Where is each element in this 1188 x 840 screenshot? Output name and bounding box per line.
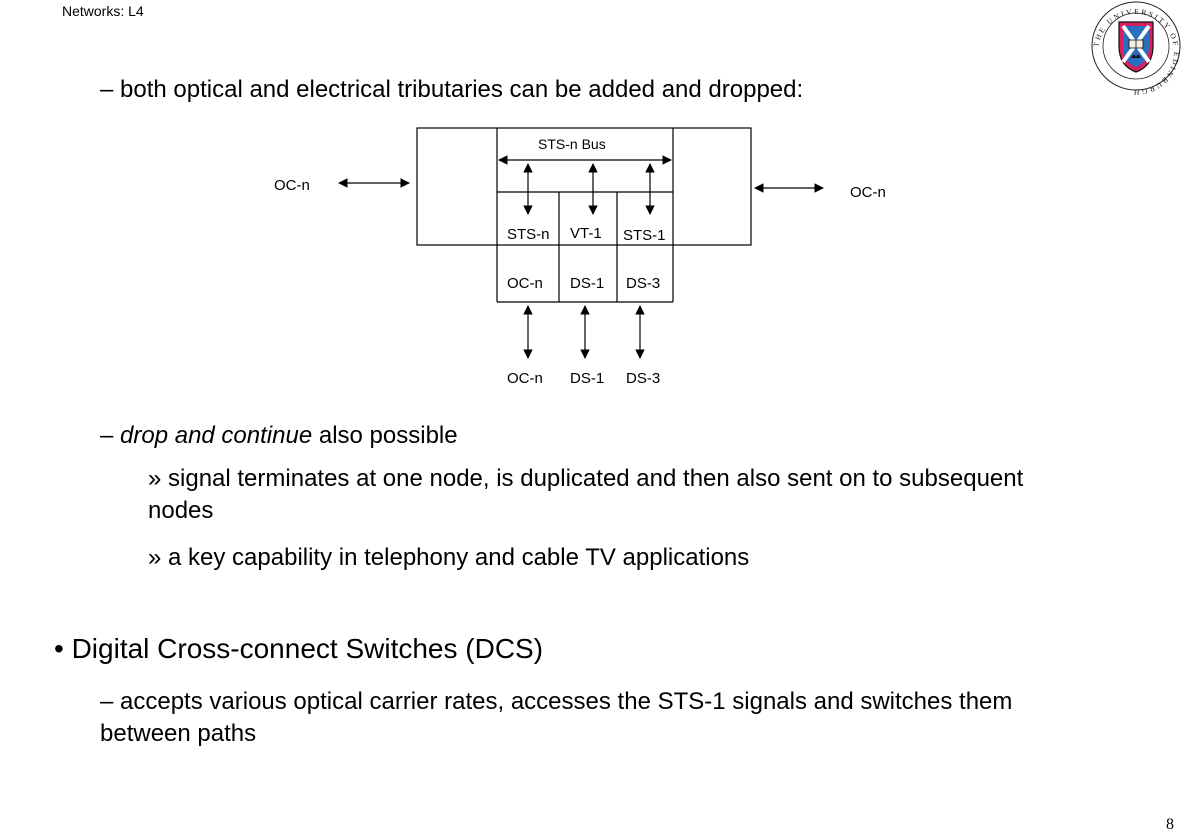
point-drop-continue-prefix: – — [100, 422, 121, 449]
upper-label-2: VT-1 — [570, 225, 602, 242]
bullet-heading-dcs: • Digital Cross-connect Switches (DCS) — [54, 633, 544, 664]
lower-label-3: DS-3 — [626, 275, 660, 292]
sub-point-key-capability: » a key capability in telephony and cabl… — [148, 544, 750, 571]
page-number: 8 — [1166, 816, 1174, 833]
multiplexer-box — [416, 127, 752, 246]
bottom-label-2: DS-1 — [570, 370, 604, 387]
university-crest-logo: THE UNIVERSITY OF EDINBURGH — [1091, 1, 1181, 97]
point-dcs-description: – accepts various optical carrier rates,… — [100, 688, 1013, 747]
point-drop-continue-suffix: also possible — [312, 422, 458, 449]
upper-label-1: STS-n — [507, 226, 550, 243]
lower-label-1: OC-n — [507, 275, 543, 292]
left-port-label: OC-n — [274, 177, 310, 194]
bus-label: STS-n Bus — [538, 136, 606, 152]
lower-label-2: DS-1 — [570, 275, 604, 292]
sub-point-signal-terminates: » signal terminates at one node, is dupl… — [148, 465, 1024, 524]
bottom-label-1: OC-n — [507, 370, 543, 387]
upper-label-3: STS-1 — [623, 227, 666, 244]
course-header: Networks: L4 — [62, 3, 144, 19]
right-port-label: OC-n — [850, 184, 886, 201]
point-add-drop: – both optical and electrical tributarie… — [100, 76, 804, 103]
point-drop-continue: – drop and continue also possible — [100, 421, 458, 451]
drop-and-continue-term: drop and continue — [120, 422, 313, 449]
bottom-label-3: DS-3 — [626, 370, 660, 387]
